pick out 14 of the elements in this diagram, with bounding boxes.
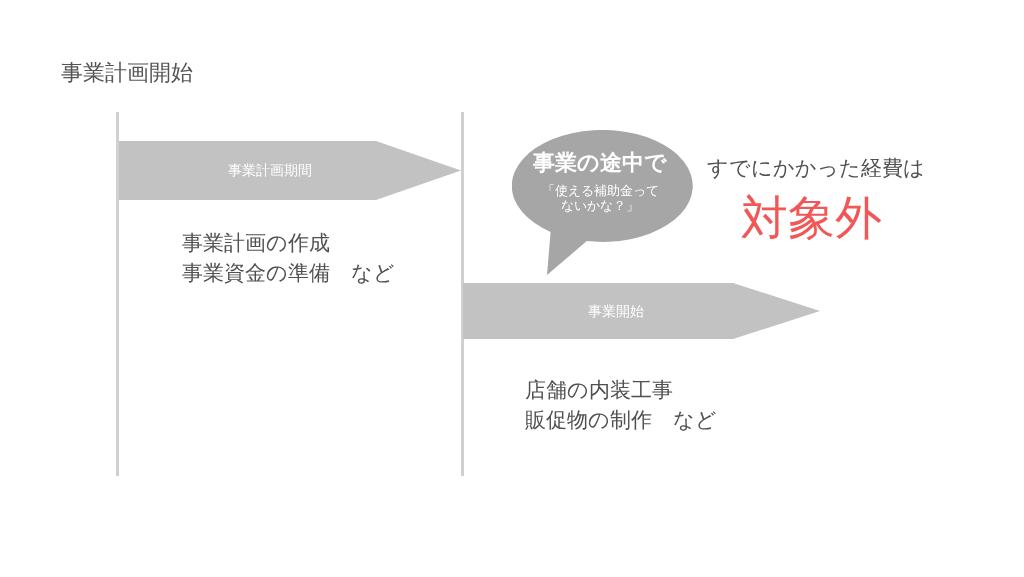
- task-item: 店舗の内装工事: [525, 378, 673, 403]
- task-item: 販促物の制作 など: [525, 408, 717, 433]
- timeline-arrow: [463, 283, 820, 339]
- timeline-arrow: [119, 141, 461, 200]
- heading: 事業計画開始: [61, 60, 193, 86]
- note-text: すでにかかった経費は: [707, 156, 925, 181]
- task-item: 事業計画の作成: [182, 231, 330, 256]
- bubble-heading: 事業の途中で: [533, 150, 667, 176]
- task-item: 事業資金の準備 など: [182, 261, 395, 286]
- arrow-label: 事業計画期間: [228, 162, 312, 179]
- bubble-text: 「使える補助金ってないかな？」: [540, 184, 660, 214]
- emphasis-text: 対象外: [741, 191, 882, 246]
- arrow-label: 事業開始: [588, 303, 644, 320]
- speech-bubble: [512, 130, 693, 276]
